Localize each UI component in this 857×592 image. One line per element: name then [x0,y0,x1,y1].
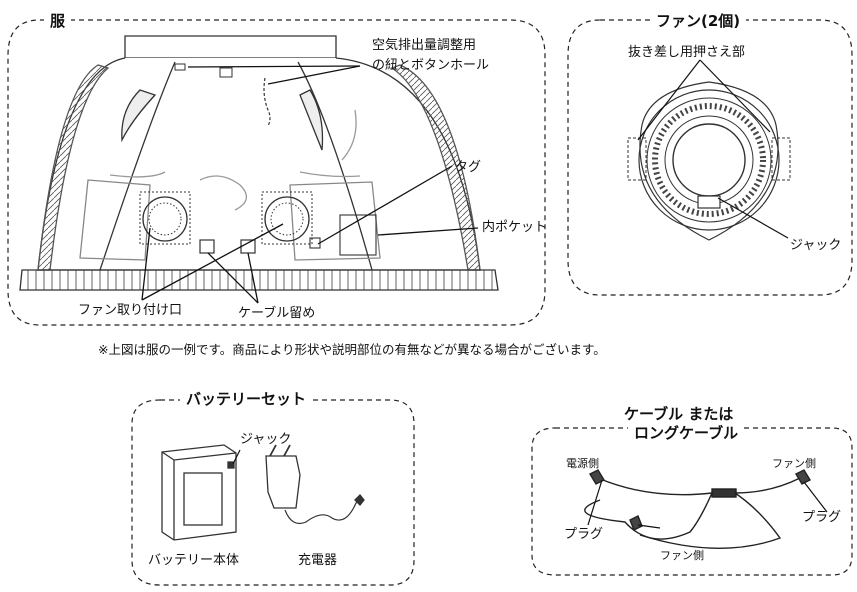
fan-panel-border [567,19,853,296]
cable-panel-border [531,427,853,576]
disclaimer-note: ※上図は服の一例です。商品により形状や説明部位の有無などが異なる場合がございます… [98,342,606,357]
battery-illustration [161,444,237,541]
label-inner-pocket: 内ポケット [482,220,548,235]
fan-illustration [627,81,791,241]
charger-illustration [265,444,365,525]
battery-panel-border [131,399,415,586]
label-cable-clip: ケーブル留め [238,306,316,321]
label-fan-side-right: ファン側 [772,457,816,470]
battery-leader-lines [232,449,241,465]
label-fan-side-bottom: ファン側 [660,549,704,562]
fan-title: ファン(2個) [650,10,747,31]
cable-leader-lines [587,479,828,529]
fan-leader-lines [637,59,789,239]
label-battery-body: バッテリー本体 [148,553,240,568]
cable-title-line1: ケーブル または [624,405,734,423]
jacket-illustration [19,35,499,291]
cable-title-line2: ロングケーブル [628,422,745,443]
cable-illustration [584,469,811,549]
label-battery-jack: ジャック [240,432,292,447]
label-charger: 充電器 [298,553,338,568]
label-plug-left: プラグ [564,527,604,542]
label-air-adjust-line2: の紐とボタンホール [372,58,490,73]
label-power-side: 電源側 [566,457,599,470]
clothes-panel-border [7,19,546,326]
battery-title: バッテリーセット [180,388,313,409]
label-fan-mount: ファン取り付け口 [78,303,183,318]
label-fan-jack: ジャック [790,238,842,253]
label-air-adjust-line1: 空気排出量調整用 [372,38,477,53]
label-fan-holder: 抜き差し用押さえ部 [628,45,746,60]
label-plug-right: プラグ [802,510,842,525]
clothes-leader-lines [141,65,479,304]
clothes-title: 服 [44,10,72,31]
label-tag: タグ [455,160,482,175]
